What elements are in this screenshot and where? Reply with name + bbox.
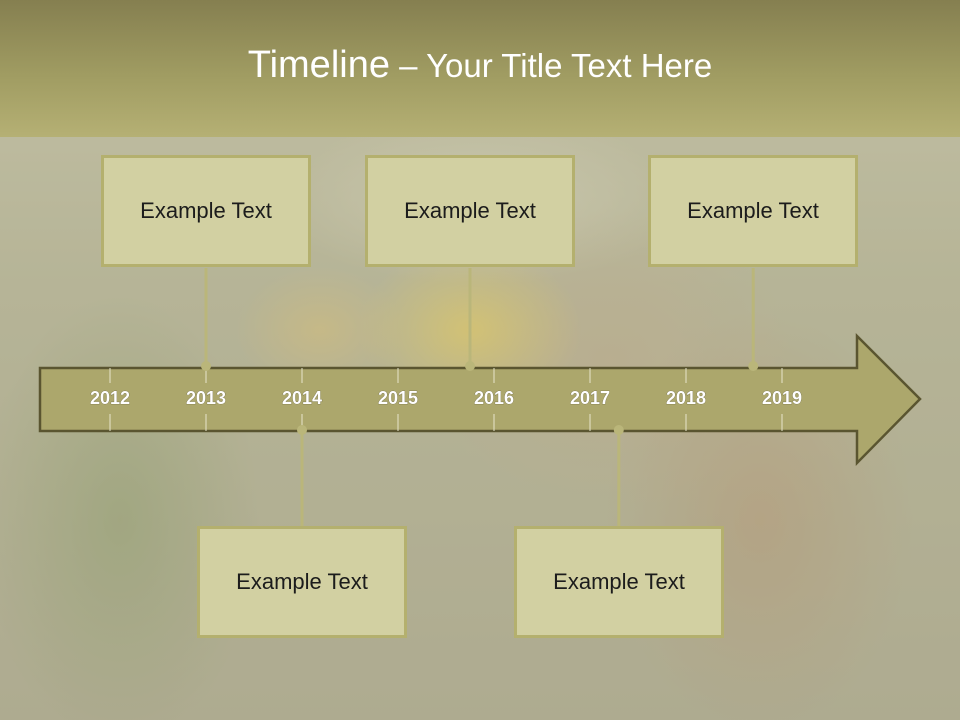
title-banner: Timeline – Your Title Text Here <box>0 0 960 137</box>
event-box: Example Text <box>365 155 575 267</box>
event-box: Example Text <box>648 155 858 267</box>
year-label: 2012 <box>90 388 130 408</box>
event-label: Example Text <box>404 198 536 223</box>
connector-dots <box>201 361 759 435</box>
event-label: Example Text <box>140 198 272 223</box>
year-label: 2013 <box>186 388 226 408</box>
title-dash: – <box>389 47 427 84</box>
year-labels: 2012 2013 2014 2015 2016 2017 2018 2019 <box>90 388 803 409</box>
event-label: Example Text <box>553 569 685 594</box>
event-box: Example Text <box>197 526 407 638</box>
slide-title: Timeline – Your Title Text Here <box>0 44 960 87</box>
event-dot <box>297 425 307 435</box>
event-label: Example Text <box>236 569 368 594</box>
year-label: 2015 <box>378 388 418 408</box>
event-box: Example Text <box>514 526 724 638</box>
event-box: Example Text <box>101 155 311 267</box>
year-label: 2014 <box>282 388 322 408</box>
event-dot <box>748 361 759 371</box>
title-sub: Your Title Text Here <box>426 47 713 84</box>
year-label: 2017 <box>570 388 610 408</box>
event-dot <box>465 361 475 371</box>
connector-lines <box>204 268 755 527</box>
year-label: 2018 <box>666 388 706 408</box>
event-label: Example Text <box>687 198 819 223</box>
event-dot <box>613 425 624 435</box>
event-dot <box>201 361 211 371</box>
year-label: 2019 <box>762 388 802 408</box>
year-label: 2016 <box>474 388 514 408</box>
title-main: Timeline <box>247 44 390 86</box>
timeline-arrow <box>38 332 922 467</box>
